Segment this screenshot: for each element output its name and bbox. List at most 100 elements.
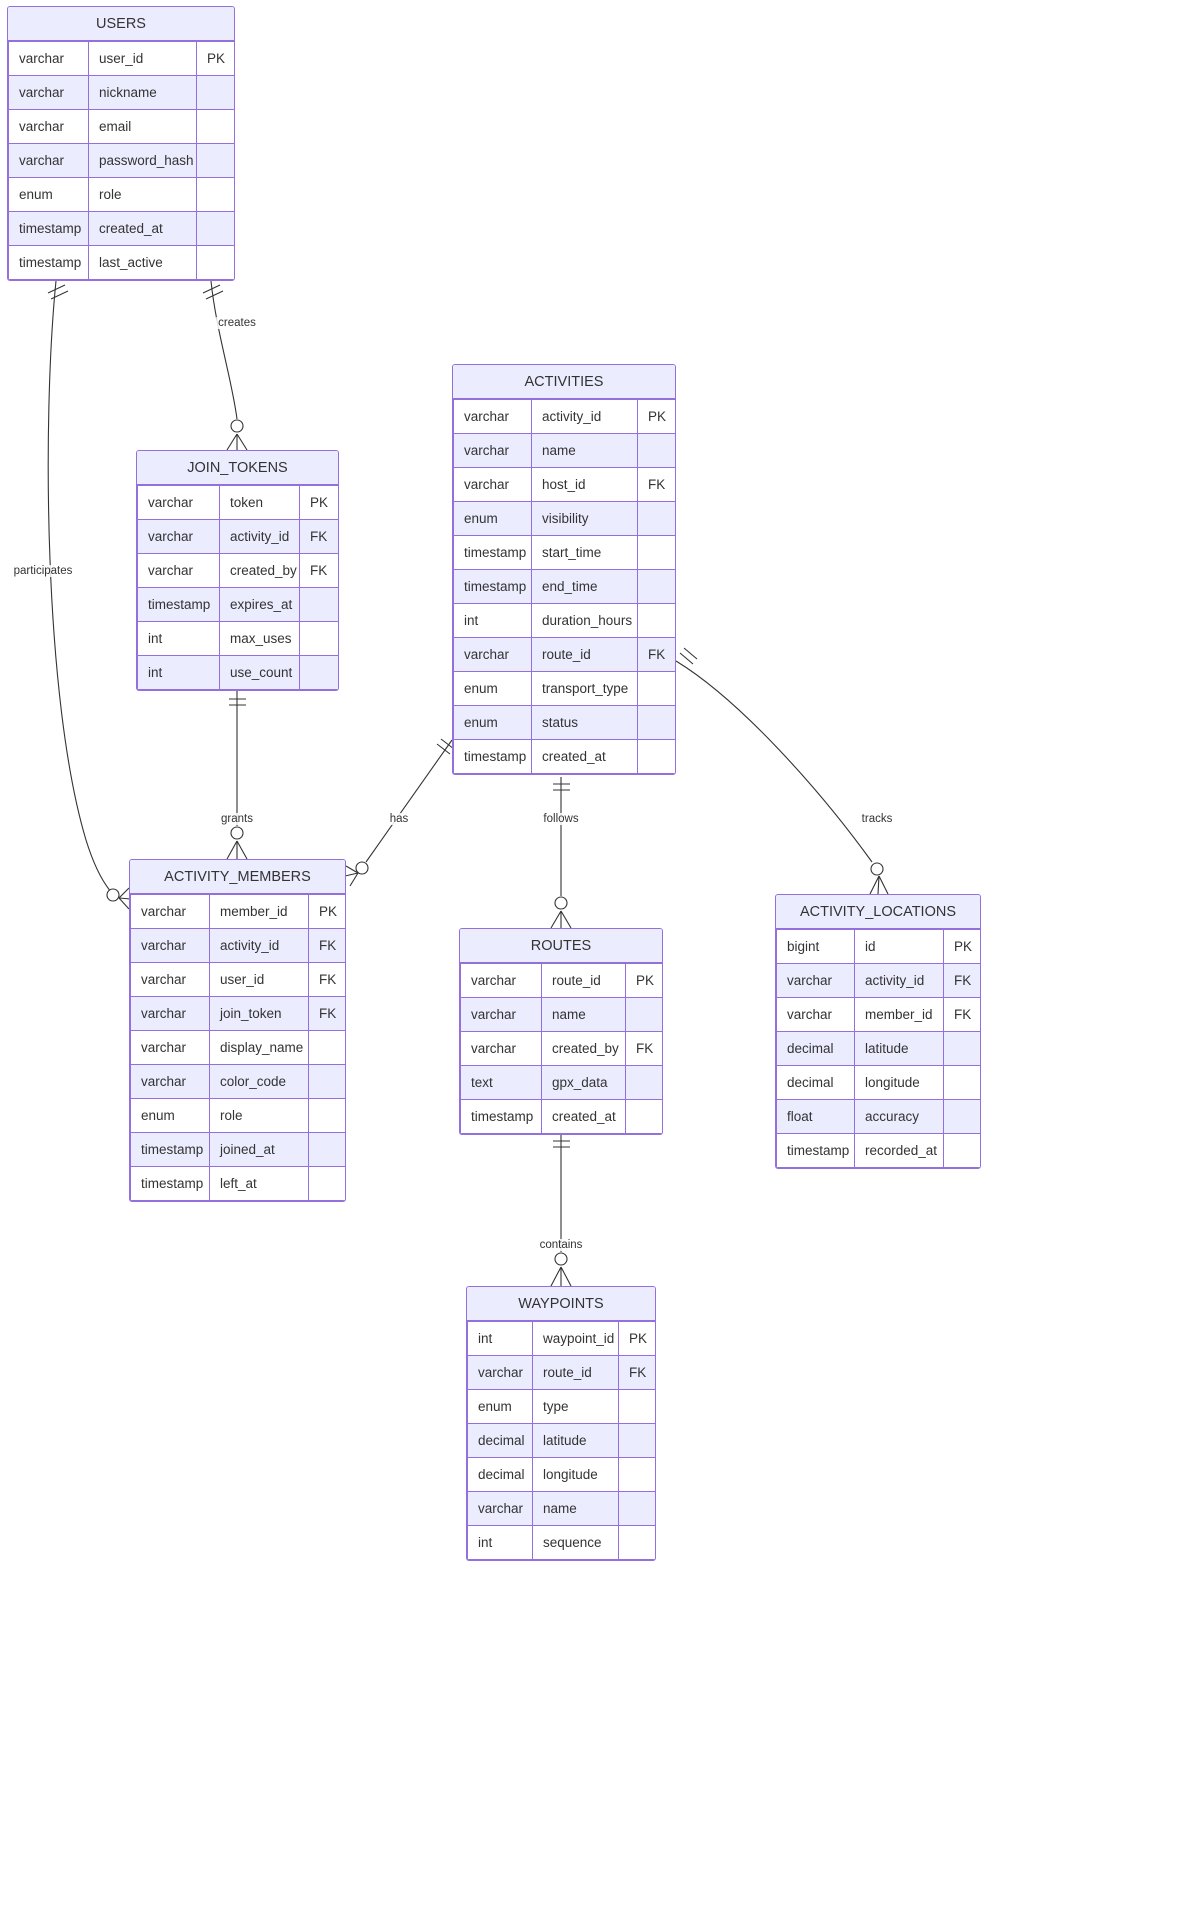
attribute-type: varchar: [137, 519, 220, 554]
attribute-name: name: [541, 997, 626, 1032]
attribute-type: varchar: [467, 1491, 533, 1526]
attribute-type: int: [137, 621, 220, 656]
attribute-key: [637, 569, 675, 604]
relationship-label-participates: participates: [11, 565, 75, 577]
attribute-name: created_by: [541, 1031, 626, 1066]
attribute-type: enum: [8, 177, 89, 212]
attribute-type: decimal: [776, 1065, 855, 1100]
attribute-key: [196, 211, 234, 246]
attribute-key: [637, 739, 675, 774]
relationship-label-has: has: [387, 813, 411, 825]
attribute-key: [196, 143, 234, 178]
entity-title-users: USERS: [8, 7, 234, 41]
attribute-name: waypoint_id: [532, 1321, 619, 1356]
attribute-type: decimal: [467, 1457, 533, 1492]
attribute-key: [637, 535, 675, 570]
attribute-type: timestamp: [453, 569, 532, 604]
entity-title-activities: ACTIVITIES: [453, 365, 675, 399]
attribute-type: int: [453, 603, 532, 638]
attribute-key: [618, 1525, 655, 1560]
attribute-name: name: [532, 1491, 619, 1526]
attribute-key: FK: [625, 1031, 662, 1066]
edge-creates: [202, 280, 248, 451]
attribute-type: decimal: [467, 1423, 533, 1458]
attribute-key: FK: [299, 553, 338, 588]
attribute-type: varchar: [776, 997, 855, 1032]
attribute-name: activity_id: [854, 963, 944, 998]
attribute-name: created_at: [88, 211, 197, 246]
attribute-name: member_id: [854, 997, 944, 1032]
attribute-type: varchar: [460, 997, 542, 1032]
attribute-key: [943, 1031, 980, 1066]
attribute-key: FK: [308, 996, 345, 1031]
attribute-name: max_uses: [219, 621, 300, 656]
attribute-name: user_id: [88, 41, 197, 76]
attribute-name: email: [88, 109, 197, 144]
attribute-type: enum: [453, 705, 532, 740]
attribute-key: [299, 587, 338, 622]
attribute-name: role: [88, 177, 197, 212]
attribute-name: longitude: [854, 1065, 944, 1100]
attribute-key: [625, 1065, 662, 1100]
attribute-type: varchar: [453, 433, 532, 468]
attribute-name: created_at: [541, 1099, 626, 1134]
attribute-key: FK: [637, 467, 675, 502]
attribute-name: user_id: [209, 962, 309, 997]
attribute-name: use_count: [219, 655, 300, 690]
attribute-type: enum: [453, 671, 532, 706]
relationship-label-creates: creates: [216, 317, 258, 329]
attribute-key: PK: [637, 399, 675, 434]
attribute-name: created_by: [219, 553, 300, 588]
attribute-key: [637, 433, 675, 468]
attribute-name: start_time: [531, 535, 638, 570]
entity-title-activity_members: ACTIVITY_MEMBERS: [130, 860, 345, 894]
attribute-name: recorded_at: [854, 1133, 944, 1168]
attribute-name: expires_at: [219, 587, 300, 622]
attribute-name: route_id: [531, 637, 638, 672]
attribute-type: timestamp: [453, 535, 532, 570]
attribute-key: [196, 245, 234, 280]
attribute-type: varchar: [453, 399, 532, 434]
attribute-type: varchar: [8, 41, 89, 76]
attribute-key: PK: [196, 41, 234, 76]
attribute-type: varchar: [8, 143, 89, 178]
attribute-name: type: [532, 1389, 619, 1424]
attribute-key: FK: [308, 962, 345, 997]
relationship-label-tracks: tracks: [859, 813, 895, 825]
attribute-name: end_time: [531, 569, 638, 604]
attribute-type: timestamp: [776, 1133, 855, 1168]
attribute-type: enum: [453, 501, 532, 536]
attribute-type: timestamp: [137, 587, 220, 622]
entity-title-join_tokens: JOIN_TOKENS: [137, 451, 338, 485]
attribute-key: [196, 109, 234, 144]
attribute-key: PK: [943, 929, 980, 964]
